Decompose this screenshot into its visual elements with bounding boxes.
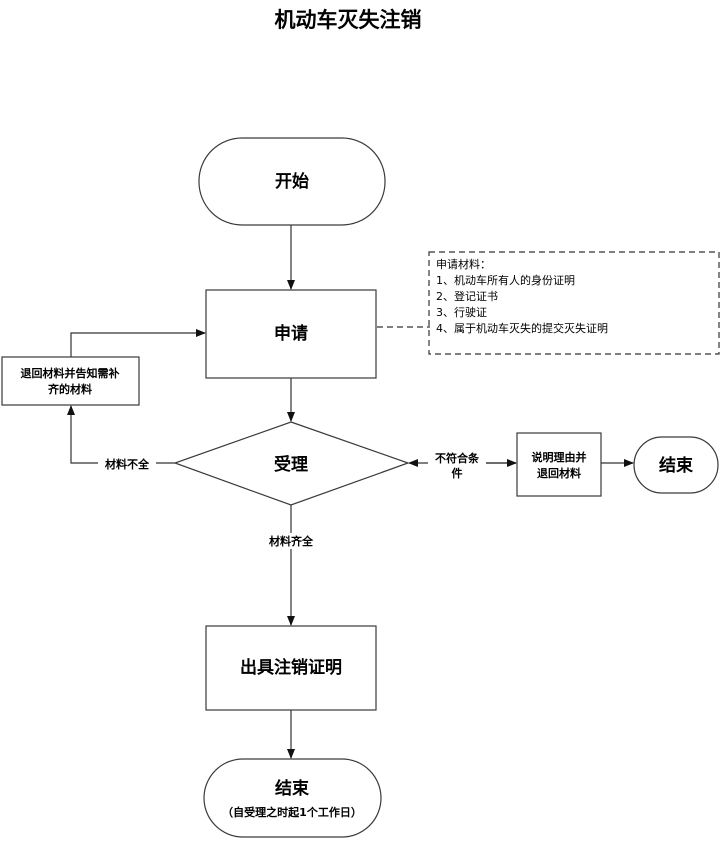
end-final-label: 结束 (275, 778, 309, 799)
process-shape (516, 432, 602, 497)
terminator-shape (203, 758, 382, 838)
node-end-reject: 结束 (633, 436, 719, 494)
terminator-shape (198, 137, 386, 226)
label-bg (262, 533, 320, 549)
edge-label-not-qualified-2: 件 (452, 466, 463, 480)
process-shape (205, 289, 377, 379)
return-notify-line1: 退回材料并告知需补 (21, 366, 120, 380)
process-shape (205, 625, 377, 711)
edge-label-complete: 材料齐全 (269, 534, 314, 548)
start-label: 开始 (275, 171, 309, 192)
requirements-note: 申请材料： 1、机动车所有人的身份证明 2、登记证书 3、行驶证 4、属于机动车… (428, 251, 720, 355)
end-reject-label: 结束 (659, 455, 693, 476)
label-bg (98, 455, 156, 471)
node-apply: 申请 (205, 289, 377, 379)
note-item: 1、机动车所有人的身份证明 (436, 273, 575, 287)
note-item: 4、属于机动车灭失的提交灭失证明 (436, 321, 608, 335)
process-shape (1, 356, 140, 406)
apply-label: 申请 (274, 323, 308, 344)
edge-label-incomplete: 材料不全 (105, 457, 150, 471)
explain-return-line1: 说明理由并 (532, 450, 587, 464)
decision-shape (173, 421, 410, 506)
return-notify-line2: 齐的材料 (48, 382, 92, 396)
page-title: 机动车灭失注销 (275, 7, 422, 32)
node-explain-return: 说明理由并 退回材料 (516, 432, 602, 497)
end-final-sublabel: （自受理之时起1个工作日） (222, 805, 362, 819)
accept-label: 受理 (274, 454, 308, 475)
terminator-shape (633, 436, 719, 494)
edge-accept-to-return-notify (67, 405, 175, 464)
node-accept: 受理 (173, 421, 410, 506)
node-issue-cert: 出具注销证明 (205, 625, 377, 711)
node-start: 开始 (198, 137, 386, 226)
note-item: 2、登记证书 (436, 289, 498, 303)
edge-label-not-qualified-1: 不符合条 (435, 451, 480, 465)
label-bg (428, 450, 486, 480)
issue-cert-label: 出具注销证明 (240, 657, 342, 678)
note-box (428, 251, 720, 355)
explain-return-line2: 退回材料 (537, 466, 581, 480)
node-end-final: 结束 （自受理之时起1个工作日） (203, 758, 382, 838)
note-item: 3、行驶证 (436, 305, 487, 319)
edge-return-notify-to-apply (70, 329, 206, 357)
node-return-notify: 退回材料并告知需补 齐的材料 (1, 356, 140, 406)
note-heading: 申请材料： (436, 257, 491, 271)
